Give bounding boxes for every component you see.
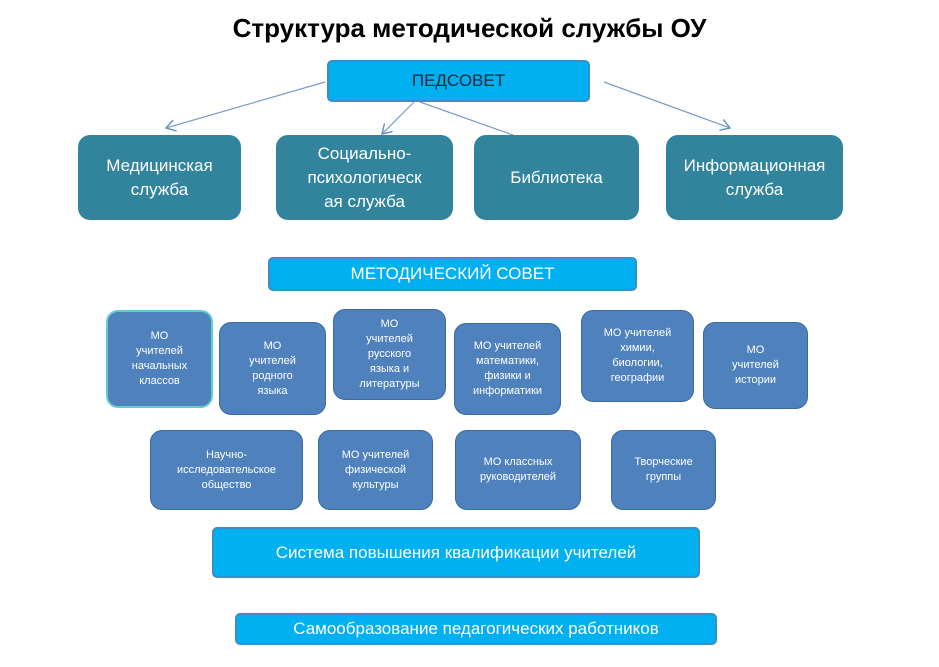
mo-math: МО учителей математики, физики и информа… (454, 323, 561, 415)
service-info: Информационная служба (666, 135, 843, 220)
mo-russian: МО учителей русского языка и литературы (333, 309, 446, 400)
self-education-box: Самообразование педагогических работнико… (235, 613, 717, 645)
arrow-to-info (603, 81, 730, 128)
mo-class-teachers: МО классных руководителей (455, 430, 581, 510)
mo-chemistry: МО учителей химии, биологии, географии (581, 310, 694, 402)
metod-sovet-box: МЕТОДИЧЕСКИЙ СОВЕТ (268, 257, 637, 291)
mo-primary: МО учителей начальных классов (106, 310, 213, 408)
pedsovet-box: ПЕДСОВЕТ (327, 60, 590, 102)
arrow-to-medical (166, 81, 326, 128)
qualification-box: Система повышения квалификации учителей (212, 527, 700, 578)
arrow-to-social (382, 101, 415, 134)
service-medical: Медицинская служба (78, 135, 241, 220)
mo-pe: МО учителей физической культуры (318, 430, 433, 510)
service-library: Библиотека (474, 135, 639, 220)
service-social-psych: Социально- психологическ ая служба (276, 135, 453, 220)
creative-groups: Творческие группы (611, 430, 716, 510)
page-title: Структура методической службы ОУ (232, 12, 707, 43)
mo-native-language: МО учителей родного языка (219, 322, 326, 415)
research-society: Научно- исследовательское общество (150, 430, 303, 510)
mo-history: МО учителей истории (703, 322, 808, 409)
